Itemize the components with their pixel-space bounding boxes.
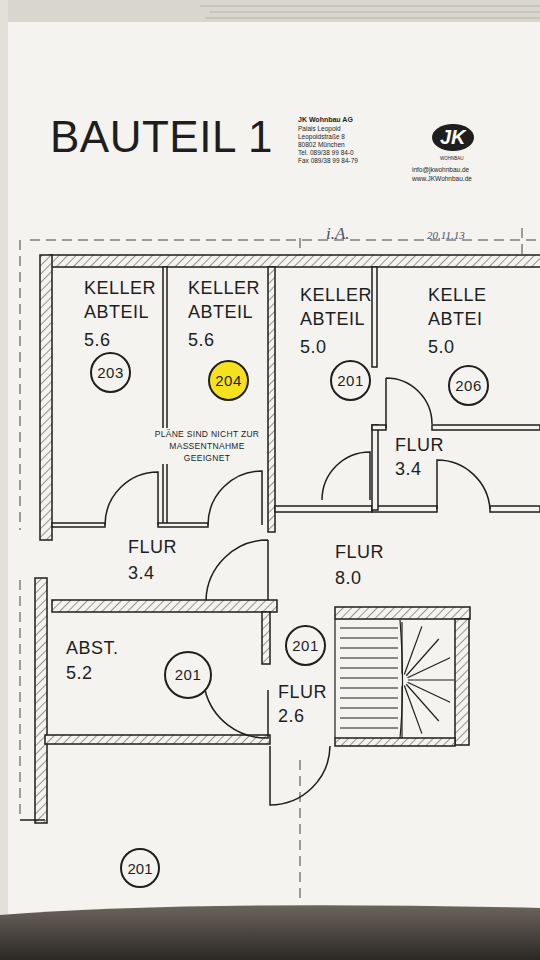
dashed-line bbox=[20, 228, 540, 900]
wall bbox=[35, 255, 540, 823]
room-name: KELLER ABTEIL bbox=[188, 276, 273, 324]
company-address: info@jkwohnbau.de bbox=[412, 166, 469, 173]
company-address: WOHNBAU bbox=[440, 156, 464, 161]
stair-step bbox=[340, 627, 398, 628]
thin-wall bbox=[20, 267, 540, 820]
door-swing bbox=[105, 378, 490, 805]
room-area-value: 5.6 bbox=[188, 328, 248, 352]
background-lap bbox=[0, 905, 540, 960]
room-area: KELLER ABTEIL5.0201 bbox=[275, 268, 372, 506]
room-name: KELLER ABTEIL bbox=[84, 276, 169, 324]
company-address: JK Wohnbau AG bbox=[298, 116, 353, 123]
stair-step bbox=[340, 707, 398, 708]
room-area-value: 5.0 bbox=[300, 335, 360, 359]
handwritten-signature: i.A. bbox=[326, 224, 350, 244]
stair-step bbox=[340, 697, 398, 698]
callout-number: 206 bbox=[455, 374, 482, 398]
stair-step bbox=[340, 687, 398, 688]
room-area-value: 5.6 bbox=[84, 328, 144, 352]
callout-circle: 204 bbox=[208, 360, 249, 401]
callout-number: 204 bbox=[215, 369, 242, 393]
callout-number: 201 bbox=[175, 663, 202, 687]
room-name: KELLER ABTEIL bbox=[300, 283, 385, 331]
room-area: FLUR3.4 bbox=[52, 530, 268, 600]
room-area-value: 2.6 bbox=[278, 704, 334, 728]
room-area: KELLE ABTEI 5.0 206 bbox=[378, 268, 540, 423]
room-name: FLUR bbox=[335, 540, 415, 564]
stair-step bbox=[340, 637, 398, 638]
room-name: KELLE ABTEI bbox=[428, 283, 498, 331]
callout-circle: 201 bbox=[330, 360, 371, 401]
callout-number: 203 bbox=[97, 361, 124, 385]
room-area-value: 3.4 bbox=[128, 561, 188, 585]
stair-step bbox=[340, 677, 398, 678]
company-address: Leopoldstraße 8 bbox=[298, 133, 345, 140]
room-area: KELLER ABTEIL5.6204 bbox=[167, 268, 267, 523]
stair-step bbox=[340, 657, 398, 658]
stair-step bbox=[401, 622, 402, 674]
stair-step bbox=[408, 658, 450, 678]
callout-circle: 203 bbox=[90, 352, 131, 393]
stair-step bbox=[340, 667, 398, 668]
callout-circle: 201 bbox=[285, 625, 326, 666]
callout-number: 201 bbox=[127, 860, 152, 877]
handwritten-signature: 20.11.13 bbox=[427, 229, 465, 241]
callout-number: 201 bbox=[337, 369, 364, 393]
callout-circle: 201 bbox=[120, 848, 160, 888]
stair-step bbox=[340, 717, 398, 718]
room-area: ABST.5.2 201 bbox=[52, 612, 262, 735]
room-area: FLUR2.6 201 bbox=[270, 612, 335, 740]
page-edge bbox=[0, 0, 540, 22]
room-area-value: 8.0 bbox=[335, 566, 395, 590]
staircase bbox=[335, 619, 454, 738]
company-address: 80802 München bbox=[298, 141, 345, 148]
callout-circle: 201 bbox=[164, 651, 212, 699]
room-area-value: 5.0 bbox=[428, 335, 488, 359]
plan-note: PLÄNE SIND NICHT ZUR MASSENTNAHME GEEIGN… bbox=[148, 428, 266, 464]
room-area: FLUR8.0 bbox=[275, 514, 540, 604]
company-address: Tel. 089/38 99 84-0 bbox=[298, 149, 354, 156]
room-area: FLUR3.4 bbox=[378, 431, 540, 506]
company-address: Palais Leopold bbox=[298, 125, 341, 132]
stair-step bbox=[401, 686, 402, 738]
room-name: FLUR bbox=[128, 535, 208, 559]
stair-step bbox=[408, 679, 454, 680]
room-area-value: 5.2 bbox=[66, 661, 126, 685]
title: BAUTEIL 1 bbox=[50, 112, 273, 162]
company-address: www.JKWohnbau.de bbox=[412, 175, 472, 182]
stair-step bbox=[404, 686, 422, 734]
company-address: Fax 089/38 99 84-79 bbox=[298, 157, 358, 164]
room-name: ABST. bbox=[66, 636, 146, 660]
room-name: FLUR bbox=[278, 680, 334, 704]
callout-circle: 206 bbox=[448, 365, 489, 406]
callout-number: 201 bbox=[292, 634, 319, 658]
stair-step bbox=[340, 647, 398, 648]
company-logo: JK bbox=[432, 124, 474, 151]
room-name: FLUR bbox=[395, 433, 475, 457]
room-area: KELLER ABTEIL5.6203 bbox=[58, 268, 163, 523]
stair-step bbox=[340, 727, 398, 728]
room-area-value: 3.4 bbox=[395, 457, 455, 481]
